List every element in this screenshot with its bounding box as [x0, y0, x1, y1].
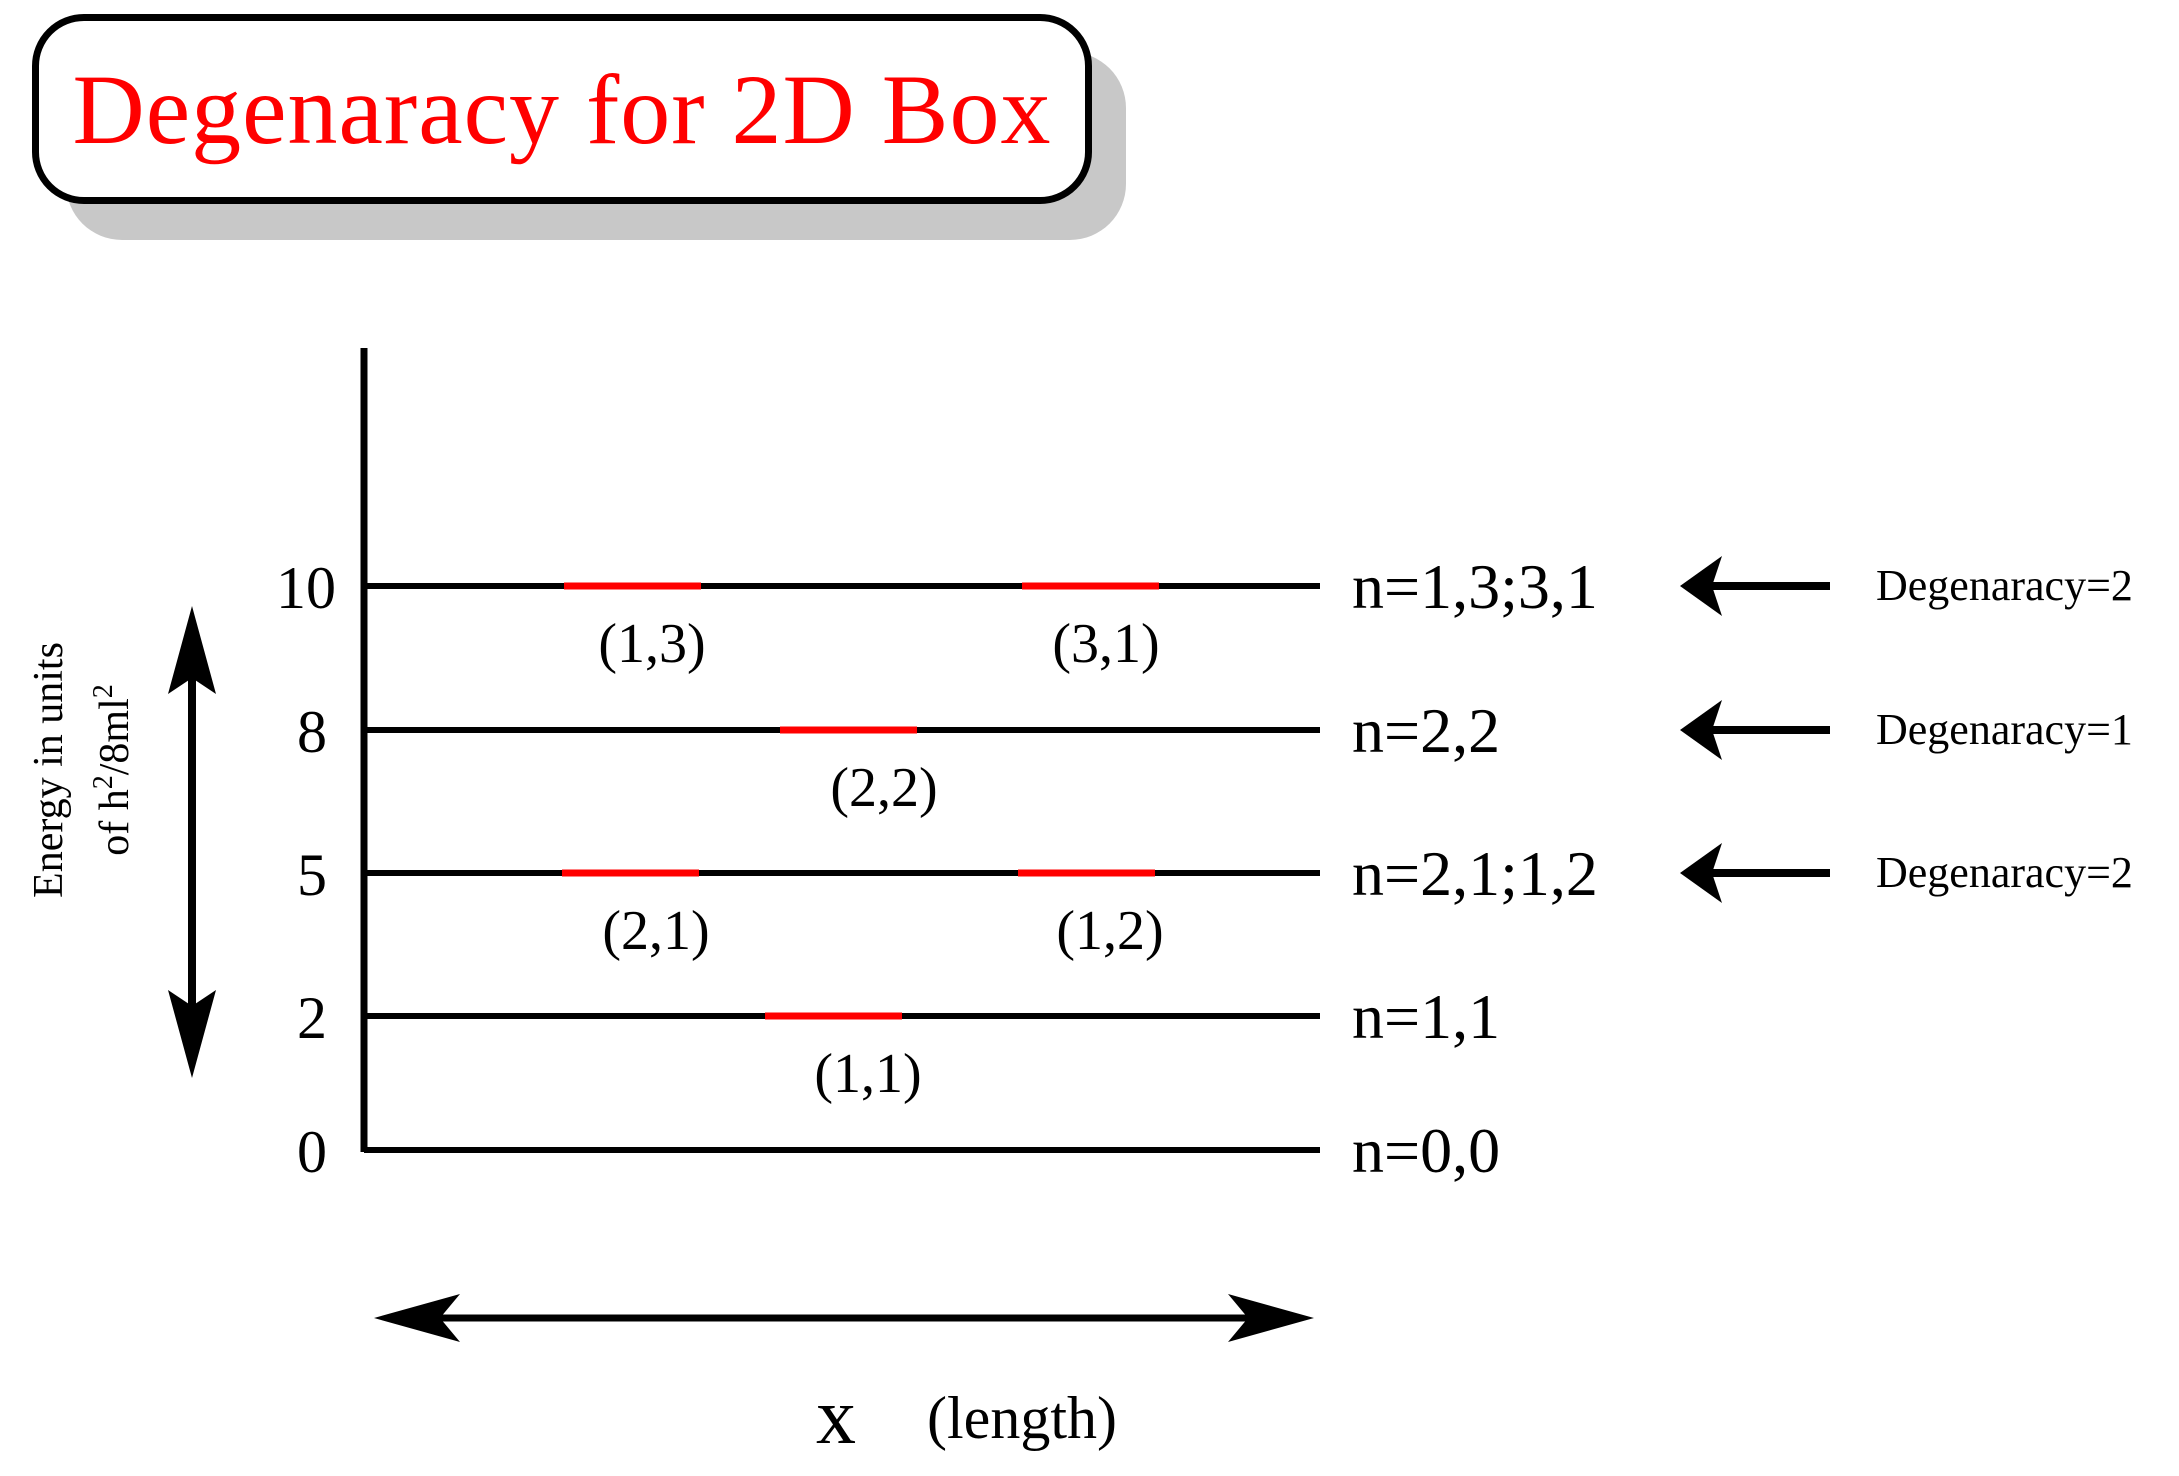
y-axis-label: Energy in units of h2/8ml2 [26, 642, 138, 898]
level-name: n=2,2 [1352, 695, 1500, 766]
level-name: n=1,1 [1352, 981, 1500, 1052]
energy-levels: 0 n=0,0 2 (1,1) n=1,1 5 (2,1) (1,2) n=2,1;1,2 Deg… [276, 551, 2133, 1186]
state-label-1-3: (1,3) [598, 613, 705, 675]
energy-tick-label: 5 [297, 842, 327, 908]
title-box: Degenaracy for 2D Box [32, 14, 1092, 204]
energy-double-arrow [168, 606, 216, 1078]
state-label-2-1: (2,1) [602, 900, 709, 962]
degeneracy-label: Degenaracy=1 [1876, 705, 2133, 754]
degeneracy-arrow-icon [1680, 700, 1830, 760]
energy-tick-label: 8 [297, 699, 327, 765]
degeneracy-arrow-icon [1680, 556, 1830, 616]
degeneracy-arrow-icon [1680, 843, 1830, 903]
energy-level-5: 5 (2,1) (1,2) n=2,1;1,2 Degenaracy=2 [297, 838, 2133, 962]
y-axis-label-line1: Energy in units [26, 642, 72, 898]
diagram-title: Degenaracy for 2D Box [72, 53, 1052, 165]
x-axis-symbol: x [816, 1373, 856, 1461]
energy-tick-label: 10 [276, 555, 336, 621]
energy-level-10: 10 (1,3) (3,1) n=1,3;3,1 Degenaracy=2 [276, 551, 2133, 675]
level-name: n=2,1;1,2 [1352, 838, 1598, 909]
state-label-1-1: (1,1) [814, 1043, 921, 1105]
state-label-3-1: (3,1) [1052, 613, 1159, 675]
state-label-2-2: (2,2) [830, 757, 937, 819]
degeneracy-label: Degenaracy=2 [1876, 848, 2133, 897]
energy-tick-label: 0 [297, 1119, 327, 1185]
x-axis-label: (length) [927, 1385, 1117, 1451]
energy-level-0: 0 n=0,0 [297, 1115, 1500, 1186]
degeneracy-label: Degenaracy=2 [1876, 561, 2133, 610]
level-name: n=1,3;3,1 [1352, 551, 1598, 622]
length-double-arrow [374, 1294, 1314, 1342]
state-label-1-2: (1,2) [1056, 900, 1163, 962]
energy-level-2: 2 (1,1) n=1,1 [297, 981, 1500, 1105]
energy-level-8: 8 (2,2) n=2,2 Degenaracy=1 [297, 695, 2133, 819]
y-axis-label-line2: of h2/8ml2 [88, 684, 138, 856]
level-name: n=0,0 [1352, 1115, 1500, 1186]
energy-tick-label: 2 [297, 985, 327, 1051]
